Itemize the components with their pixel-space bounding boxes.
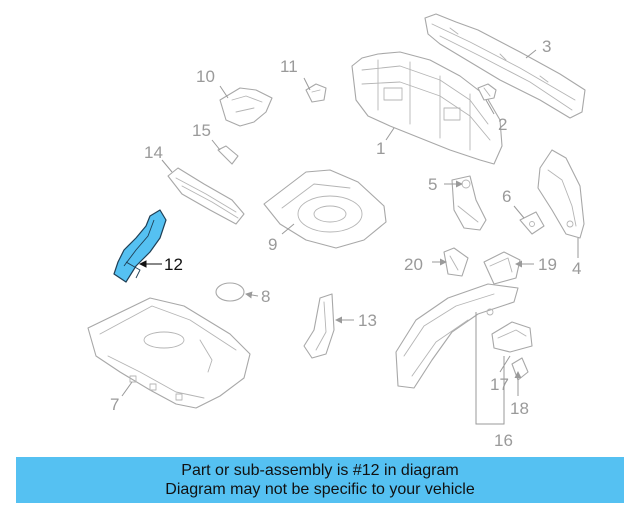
callout-5: 5 [428,175,437,194]
callout-16: 16 [494,431,513,450]
part-6-bracket [519,211,545,235]
part-18-bracket [511,357,529,381]
callout-4: 4 [572,259,581,278]
part-4-side-extension [537,149,585,239]
callout-3: 3 [542,37,551,56]
callout-15: 15 [192,121,211,140]
part-19-bracket [483,251,521,285]
banner-line-1: Part or sub-assembly is #12 in diagram [181,462,459,479]
part-16-wheelhouse [395,283,519,389]
part-9-spare-well [263,169,387,249]
callout-12: 12 [164,255,183,274]
part-14-rail [167,167,245,225]
part-12-extension [113,209,167,283]
part-2-clip [477,83,497,101]
part-7-floor-pan [87,297,251,409]
part-13-bracket [303,293,335,359]
callout-13: 13 [358,311,377,330]
callout-17: 17 [490,375,509,394]
info-banner: Part or sub-assembly is #12 in diagram D… [16,457,624,503]
part-5-bracket [451,175,487,231]
callout-10: 10 [196,67,215,86]
callout-18: 18 [510,399,529,418]
part-11-fastener [305,83,327,103]
part-20-bracket [443,247,469,277]
callout-1: 1 [376,139,385,158]
banner-line-2: Diagram may not be specific to your vehi… [165,481,475,498]
callout-20: 20 [404,255,423,274]
part-8-plug [215,282,245,302]
callout-9: 9 [268,235,277,254]
leader-lines [121,49,579,425]
part-17-reinforcement [491,321,533,353]
callout-2: 2 [498,115,507,134]
parts-diagram: 1 2 3 4 5 6 7 8 9 10 11 12 13 14 15 16 1… [87,13,586,450]
part-1-rear-panel [351,51,503,165]
callout-7: 7 [110,395,119,414]
callout-14: 14 [144,143,163,162]
part-10-bracket [219,87,273,127]
callout-8: 8 [261,287,270,306]
callout-19: 19 [538,255,557,274]
callout-11: 11 [280,57,298,76]
part-3-rail [424,13,586,119]
part-15-bracket [217,145,239,165]
callout-6: 6 [502,187,511,206]
